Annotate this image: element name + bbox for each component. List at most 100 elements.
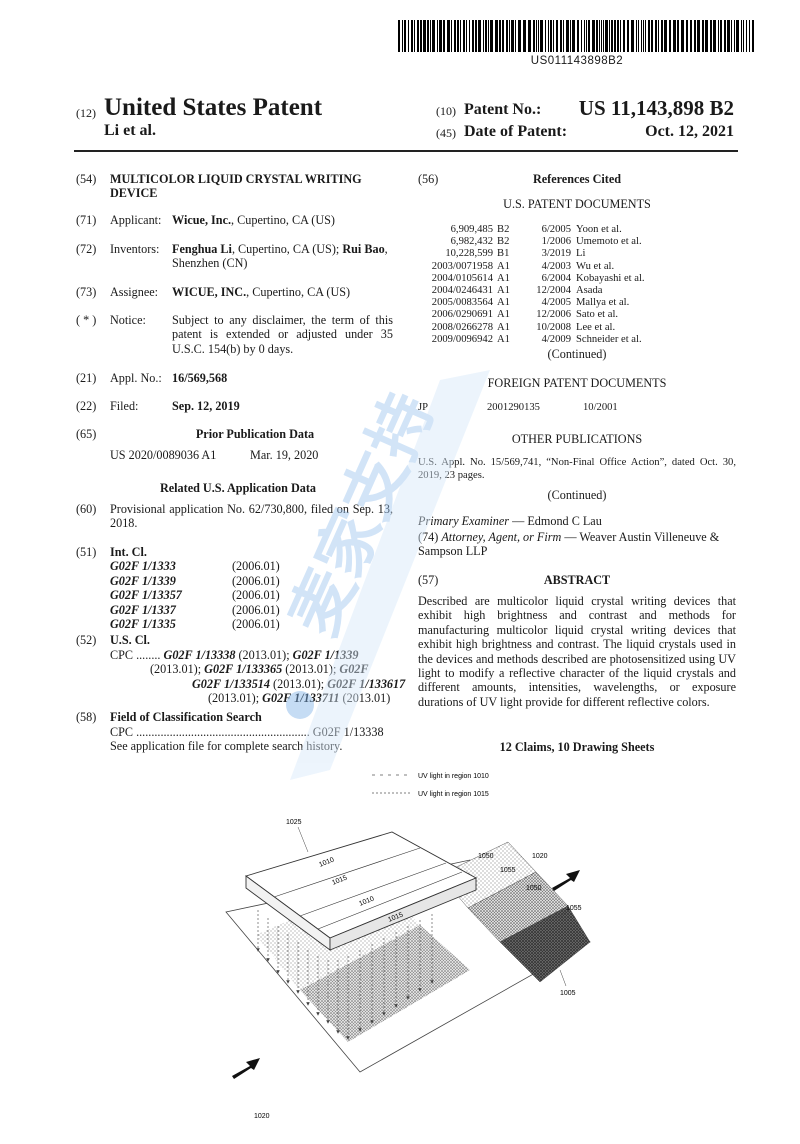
barcode-bar [631,20,634,52]
barcode-bar [586,20,587,52]
doc-name: Kobayashi et al. [576,272,645,284]
barcode-bar [509,20,510,52]
label-1020b: 1020 [254,1113,270,1120]
inventor1-name: Fenghua Li [172,242,232,256]
prior-pub: US 2020/0089036 A1 [110,448,217,462]
assignee-value: WICUE, INC., Cupertino, CA (US) [172,285,400,299]
barcode-number: US011143898B2 [530,55,624,67]
us-docs-heading: U.S. PATENT DOCUMENTS [503,197,651,211]
field-cpc: CPC ....................................… [110,725,384,739]
patent-authors: Li et al. [104,122,156,139]
leader-1055b [554,911,567,921]
cpc-year: (2013.01); [238,648,290,662]
inventor1-location: , Cupertino, CA (US); [231,242,343,256]
doc-no: 10,228,599 [445,248,493,260]
barcode-bar [451,20,452,52]
legend1-text: UV light in region 1010 [418,773,489,780]
uscl-label: U.S. Cl. [110,633,150,647]
barcode-bar [404,20,406,52]
barcode-bar [724,20,726,52]
barcode-bar [596,20,598,52]
intcl-row: G02F 1/13357(2006.01) [110,588,280,603]
refs-num: (56) [418,172,439,186]
barcode-bar [710,20,712,52]
notice-text: Subject to any disclaimer, the term of t… [172,313,393,356]
barcode-bar [669,20,671,52]
other-heading: OTHER PUBLICATIONS [511,432,643,446]
barcode-bar [432,20,435,52]
cpc-year: (2013.01); [285,662,337,677]
doc-name: Lee et al. [576,321,616,333]
mask-division-2 [299,862,447,917]
barcode-bar [463,20,465,52]
intcl-row: G02F 1/1335(2006.01) [110,617,280,632]
prov-text: Provisional application No. 62/730,800, … [110,502,393,531]
barcode-bar [599,20,600,52]
inventors-label: Inventors: [110,242,160,256]
barcode-bar [548,20,549,52]
barcode-graphic [398,20,754,52]
patent-no-label: Patent No.: [464,101,542,118]
barcode-bar [702,20,704,52]
barcode-bar [430,20,431,52]
doc-kind: A1 [497,297,510,309]
doc-name: Mallya et al. [576,297,630,309]
barcode-bar [540,20,543,52]
other-text: U.S. Appl. No. 15/569,741, “Non-Final Of… [418,457,736,481]
barcode-bar [658,20,659,52]
patent-title: MULTICOLOR LIQUID CRYSTAL WRITING DEVICE [110,172,362,201]
abstract-text: Described are multicolor liquid crystal … [418,594,736,709]
doc-kind: B1 [497,248,510,260]
label-1050b: 1050 [526,885,542,892]
field-note: See application file for complete search… [110,739,343,753]
assignee-name: WICUE, INC. [172,285,247,299]
barcode-bar [488,20,489,52]
barcode-bar [556,20,558,52]
doc-date: 3/2019 [541,248,571,260]
barcode-bar [601,20,602,52]
barcode-bar [443,20,445,52]
barcode-bar [499,20,501,52]
barcode-bar [460,20,461,52]
header-rule [74,150,738,152]
inventors-value: Fenghua Li, Cupertino, CA (US); Rui Bao,… [172,242,400,271]
barcode-bar [736,20,739,52]
applicant-name: Wicue, Inc. [172,213,232,227]
barcode-bar [697,20,700,52]
barcode [398,20,756,52]
refs-heading: References Cited [532,172,622,186]
intcl-year: (2006.01) [232,617,280,632]
cpc-block: CPC ........ G02F 1/13338 (2013.01); G02… [110,648,405,706]
label-1050a: 1050 [478,853,494,860]
cpc-code: G02F 1/1339 [292,648,359,662]
mask-division-3 [317,871,463,930]
attorney-name: — Weaver Austin Villeneuve & Sampson LLP [418,530,720,559]
barcode-bar [495,20,498,52]
cpc-code: G02F 1/133711 [262,691,340,706]
mask-division-1 [273,847,421,898]
patent-kind: United States Patent [104,94,323,121]
doc-no: 2008/0266278 [431,321,493,333]
label-10: (10) [436,104,456,118]
doc-name: Wu et al. [576,260,615,272]
doc-kind: A1 [497,309,510,321]
barcode-bar [545,20,546,52]
label-1055b: 1055 [566,905,582,912]
assignee-label: Assignee: [110,285,159,299]
barcode-bar [533,20,535,52]
attorney-label: Attorney, Agent, or Firm [441,530,562,544]
barcode-bar [581,20,582,52]
cpc-year: (2013.01); [150,662,202,677]
barcode-bar [584,20,585,52]
exposure-region-1015 [300,925,470,1042]
doc-date: 6/2005 [541,224,571,235]
cpc-line: (2013.01); G02F 1/133365 (2013.01); G02F [110,662,400,676]
intcl-code: G02F 1/1333 [110,559,176,573]
barcode-bar [423,20,426,52]
